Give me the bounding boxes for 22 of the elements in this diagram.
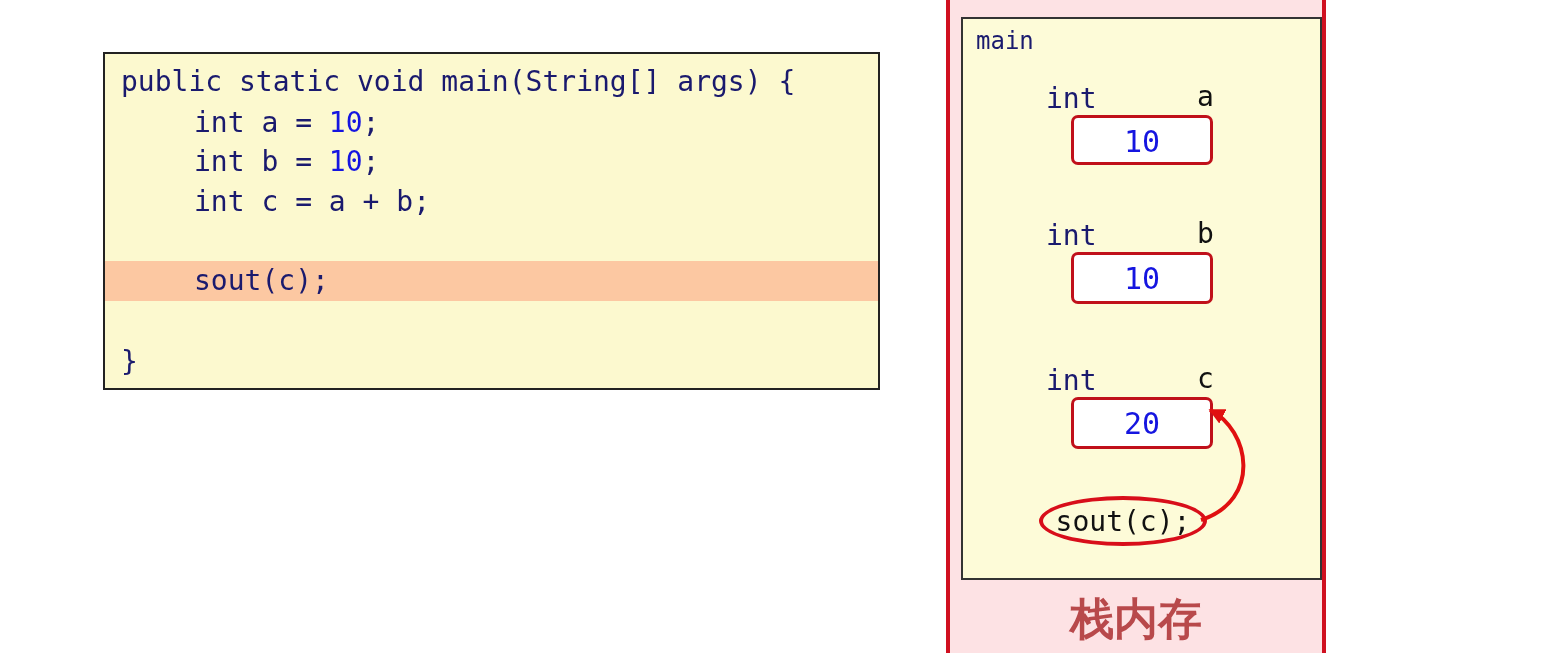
code-line: } (121, 344, 138, 380)
method-frame (961, 17, 1322, 580)
type-label: int (1046, 82, 1097, 115)
code-box (103, 52, 880, 390)
variable-value: 10 (1122, 261, 1162, 296)
frame-title: main (976, 27, 1034, 55)
arrow (1200, 408, 1246, 522)
variable-name: a (1197, 80, 1214, 113)
type-label: int (1046, 364, 1097, 397)
code-line: int b = 10; (194, 144, 380, 180)
code-line: int c = a + b; (194, 184, 430, 220)
stack-panel (946, 0, 1326, 653)
variable-name: c (1197, 362, 1214, 395)
variable-value: 10 (1122, 124, 1162, 159)
code-line: int a = 10; (194, 105, 380, 141)
variable-name: b (1197, 217, 1214, 250)
panel-title: 栈内存 (1068, 592, 1203, 646)
code-line: public static void main(String[] args) { (121, 64, 796, 100)
call-ellipse (1039, 496, 1207, 546)
call-text: sout(c); (1054, 505, 1192, 538)
type-label: int (1046, 219, 1097, 252)
variable-value: 20 (1122, 406, 1162, 441)
